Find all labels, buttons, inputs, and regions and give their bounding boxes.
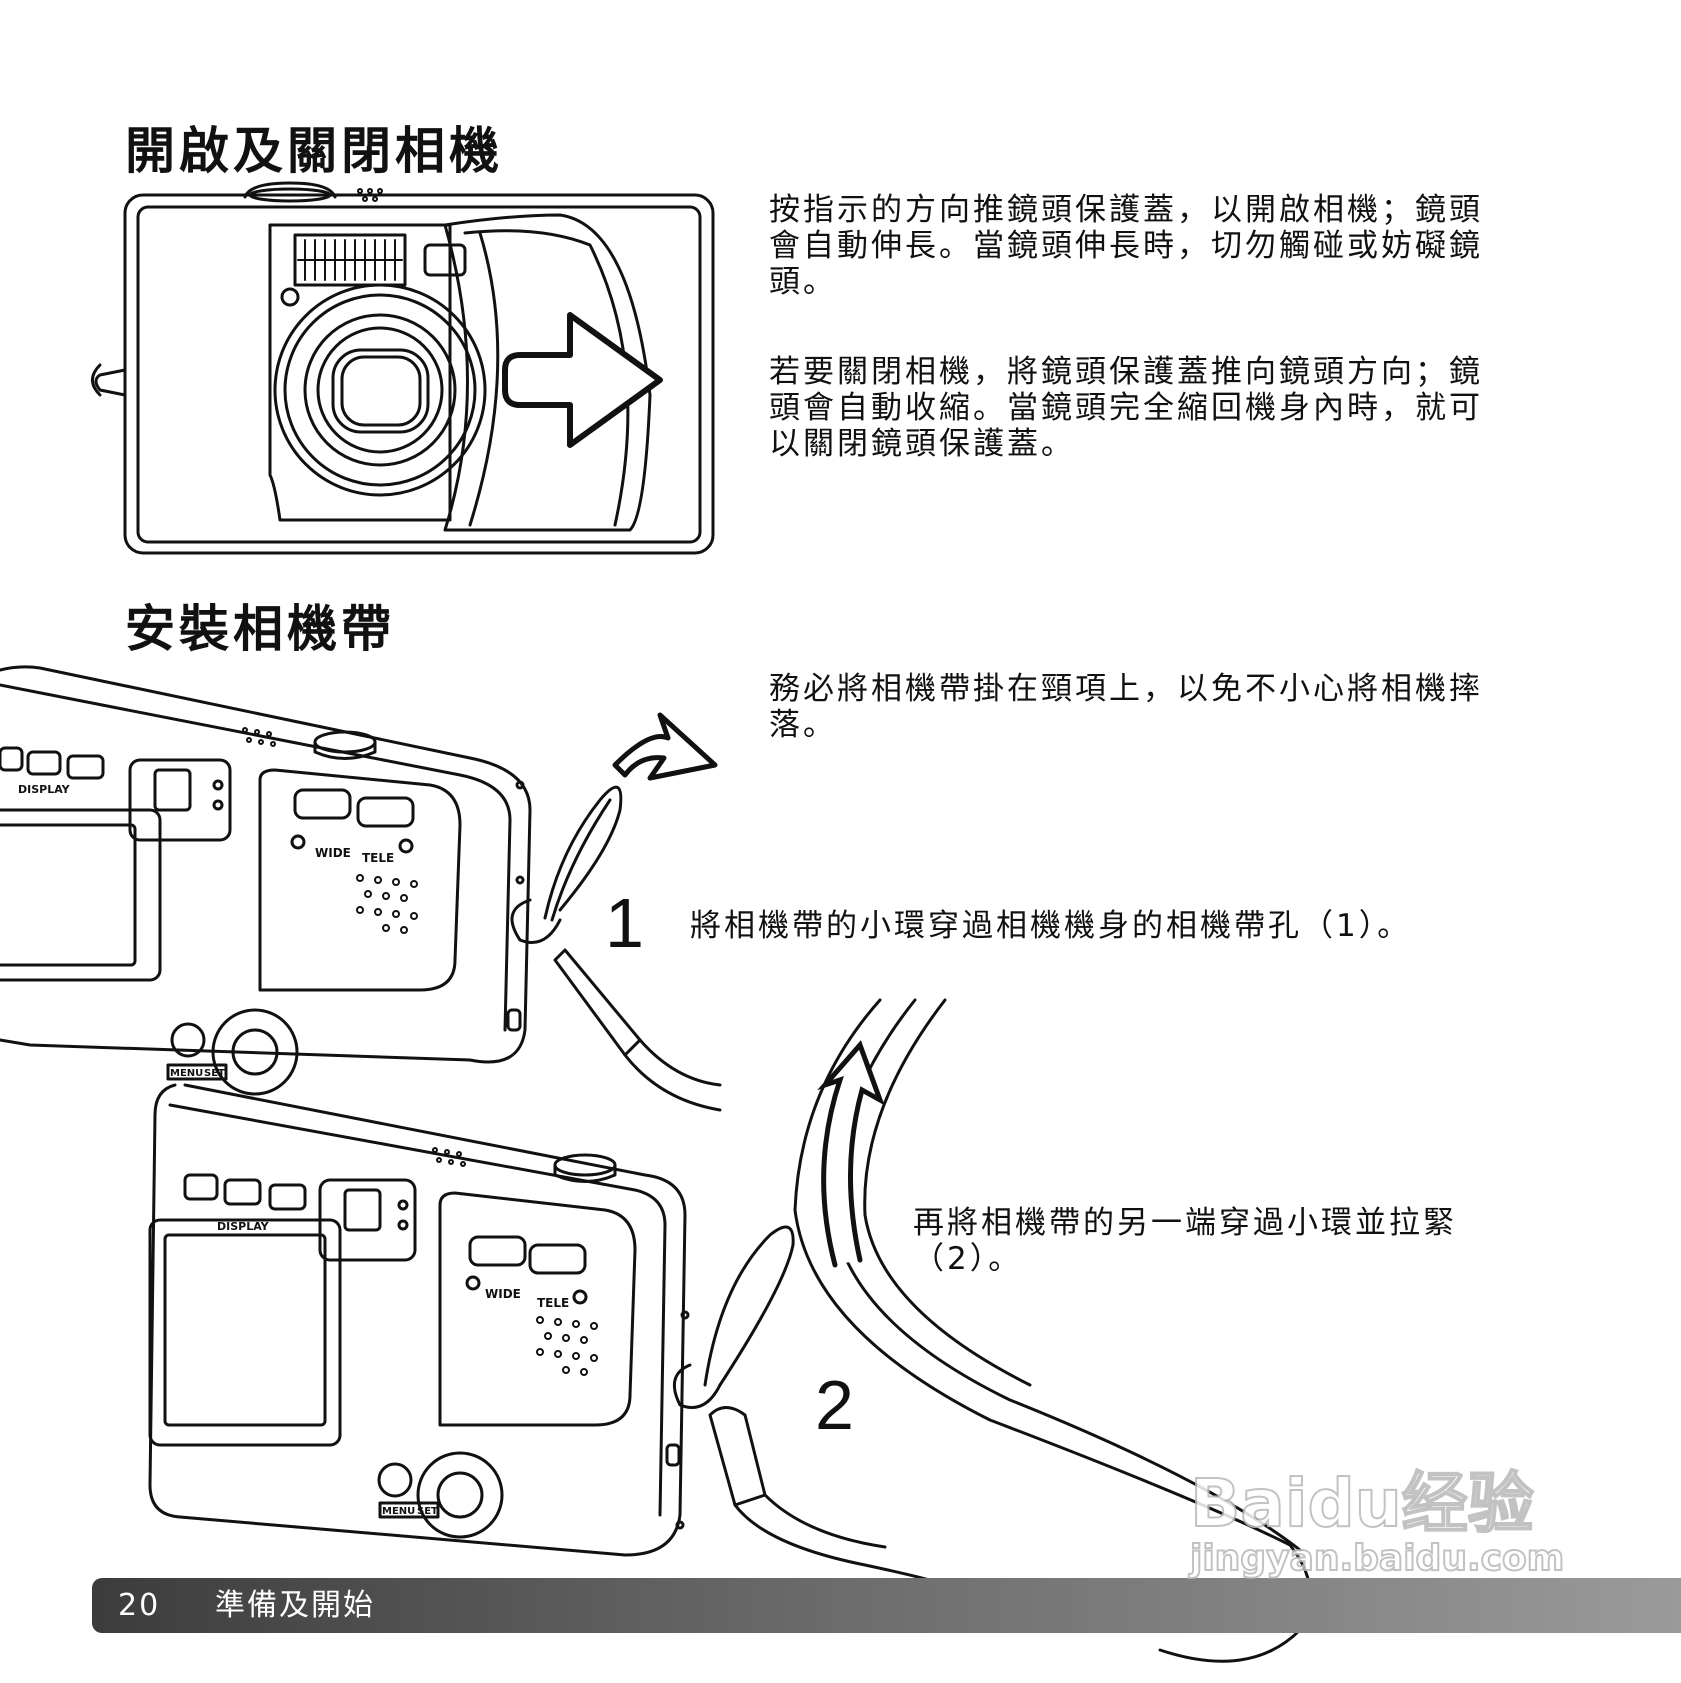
paragraph-open-camera: 按指示的方向推鏡頭保護蓋，以開啟相機；鏡頭 會自動伸長。當鏡頭伸長時，切勿觸碰或… [769, 192, 1483, 300]
step-number-2: 2 [815, 1366, 854, 1444]
camera-label-wide: WIDE [315, 846, 351, 860]
baidu-watermark-logo: Baidu经验 [1189, 1464, 1535, 1543]
step-number-1: 1 [605, 884, 644, 962]
baidu-watermark-url: jingyan.baidu.com [1189, 1537, 1565, 1580]
step2-instruction: 再將相機帶的另一端穿過小環並拉緊 （2）。 [913, 1205, 1457, 1277]
camera-label-wide: WIDE [485, 1287, 521, 1301]
footer-page-number: 20 [118, 1588, 161, 1623]
camera-label-menu: MENU [382, 1506, 415, 1517]
section-heading-strap: 安裝相機帶 [125, 600, 395, 658]
camera-label-tele: TELE [362, 851, 394, 865]
camera-front-illustration [90, 185, 730, 560]
camera-label-display: DISPLAY [18, 783, 71, 796]
footer-section-title: 準備及開始 [215, 1588, 375, 1623]
camera-label-display: DISPLAY [217, 1220, 270, 1233]
camera-label-set: SET [417, 1506, 438, 1517]
footer-bar [92, 1578, 1681, 1633]
camera-label-menu: MENU [170, 1068, 203, 1079]
paragraph-close-camera: 若要關閉相機，將鏡頭保護蓋推向鏡頭方向；鏡 頭會自動收縮。當鏡頭完全縮回機身內時… [769, 354, 1483, 462]
paragraph-strap-intro: 務必將相機帶掛在頸項上，以免不小心將相機摔 落。 [769, 671, 1483, 743]
camera-label-set: SET [204, 1068, 225, 1079]
section-heading-open-close: 開啟及關閉相機 [125, 122, 503, 180]
step1-instruction: 將相機帶的小環穿過相機機身的相機帶孔（1）。 [690, 908, 1412, 944]
camera-label-tele: TELE [537, 1296, 569, 1310]
